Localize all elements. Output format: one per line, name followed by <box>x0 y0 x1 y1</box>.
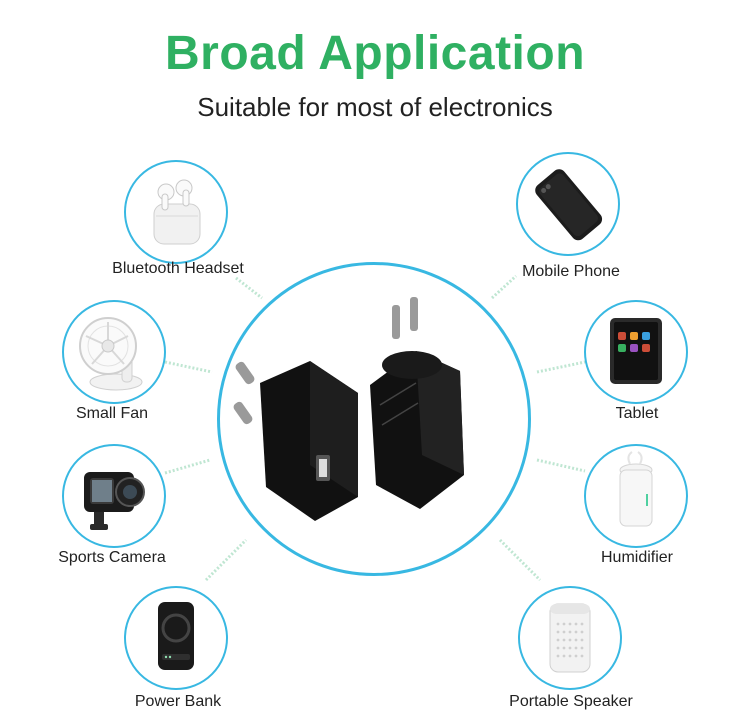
connector-line <box>490 274 518 300</box>
connector-line <box>164 360 213 374</box>
usb-wall-charger-icon <box>233 297 464 521</box>
device-circle-humidifier <box>584 444 688 548</box>
device-circle-small-fan <box>62 300 166 404</box>
center-product-circle <box>217 262 531 576</box>
device-circle-mobile-phone <box>516 152 620 256</box>
earbuds-icon <box>153 179 201 245</box>
label-mobile-phone: Mobile Phone <box>522 263 620 280</box>
device-circle-portable-speaker <box>518 586 622 690</box>
power-bank-icon <box>158 602 194 670</box>
label-humidifier: Humidifier <box>600 549 674 566</box>
label-small-fan: Small Fan <box>75 405 149 422</box>
speaker-icon <box>549 603 591 673</box>
action-camera-icon <box>84 472 145 530</box>
connector-line <box>204 538 248 582</box>
device-circle-tablet <box>584 300 688 404</box>
connector-line <box>536 360 586 374</box>
device-circle-sports-camera <box>62 444 166 548</box>
connector-line <box>235 276 263 300</box>
page-subtitle: Suitable for most of electronics <box>197 92 553 122</box>
connector-line <box>536 458 586 473</box>
label-power-bank: Power Bank <box>134 693 222 710</box>
page-title: Broad Application <box>164 27 586 80</box>
tablet-icon <box>610 318 662 384</box>
desk-fan-icon <box>79 317 143 391</box>
device-circle-power-bank <box>124 586 228 690</box>
label-portable-speaker: Portable Speaker <box>509 693 633 710</box>
humidifier-icon <box>619 451 653 527</box>
smartphone-icon <box>535 169 603 241</box>
label-tablet: Tablet <box>615 405 659 422</box>
device-circle-bluetooth-headset <box>124 160 228 264</box>
connector-line <box>498 538 542 582</box>
label-bluetooth-headset: Bluetooth Headset <box>112 260 244 277</box>
connector-line <box>164 458 211 475</box>
label-sports-camera: Sports Camera <box>58 549 166 566</box>
